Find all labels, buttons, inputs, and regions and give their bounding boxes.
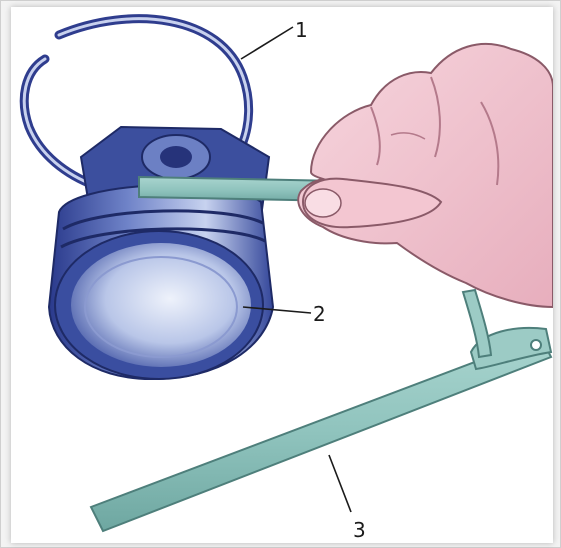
callout-2: 2 [313, 302, 326, 326]
callout-3: 3 [353, 518, 366, 542]
piston-ring-gap-diagram: 1 2 3 [11, 7, 553, 543]
diagram-canvas: 1 2 3 [11, 7, 553, 543]
hand [298, 44, 553, 307]
callout-1: 1 [295, 18, 308, 42]
piston [49, 127, 273, 379]
